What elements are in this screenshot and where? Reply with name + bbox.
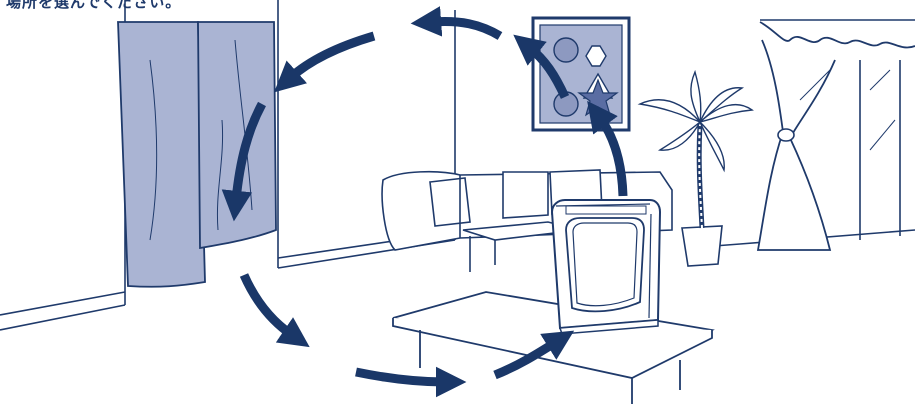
curved-arrow-icon [221, 101, 266, 222]
hexagon-icon [585, 45, 607, 67]
circle-icon [553, 37, 579, 63]
curved-arrow-icon [239, 273, 310, 348]
left-curtain [117, 21, 277, 288]
curved-arrow-icon [587, 100, 628, 197]
air-purifier-icon [550, 199, 662, 335]
window-and-curtain [756, 19, 915, 251]
curved-arrow-icon [493, 330, 575, 380]
curved-arrow-icon [355, 366, 467, 398]
plant-icon [637, 69, 754, 267]
instruction-caption: 場所を選んでください。 [6, 0, 182, 11]
curved-arrow-icon [410, 6, 503, 40]
curved-arrow-icon [274, 31, 376, 93]
airflow-arrows [221, 6, 628, 398]
curved-arrow-icon [513, 34, 570, 99]
